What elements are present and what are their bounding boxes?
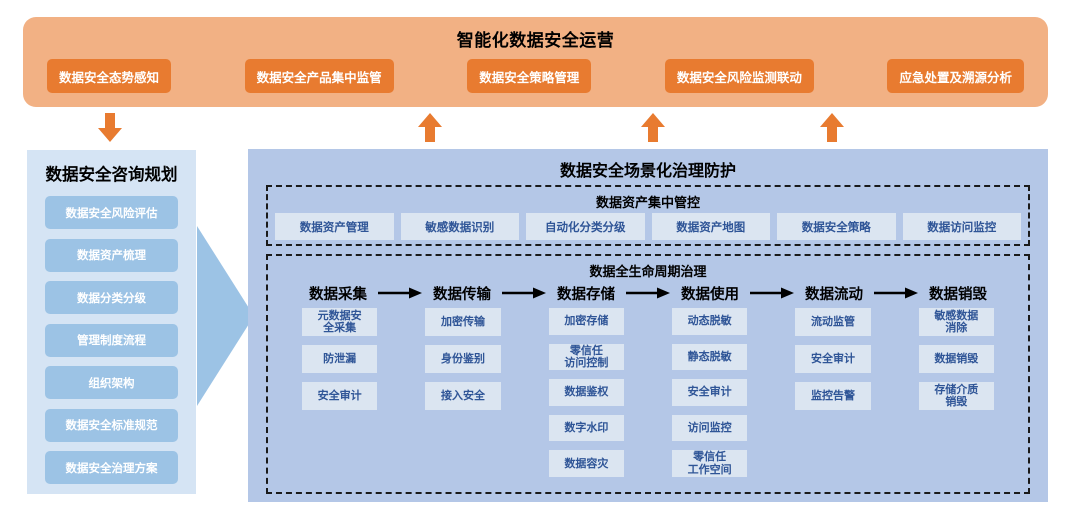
lifecycle-cell[interactable]: 流动监管: [795, 308, 871, 336]
lifecycle-cell[interactable]: 身份鉴别: [425, 345, 501, 373]
operations-item-policy-management[interactable]: 数据安全策略管理: [467, 59, 592, 93]
consulting-panel: 数据安全咨询规划 数据安全风险评估 数据资产梳理 数据分类分级 管理制度流程 组…: [27, 150, 196, 494]
lifecycle-cell[interactable]: 静态脱敏: [672, 343, 748, 371]
lifecycle-cell[interactable]: 动态脱敏: [672, 308, 748, 335]
lifecycle-cell[interactable]: 防泄漏: [302, 345, 378, 373]
lifecycle-cell[interactable]: 元数据安 全采集: [302, 308, 378, 336]
lifecycle-cell[interactable]: 数据容灾: [548, 450, 624, 477]
stage-label-flow: 数据流动: [805, 286, 863, 303]
stage-arrow-icon-3: [624, 286, 672, 300]
stage-arrow-icon-5: [872, 286, 920, 300]
stage-column-transmission: 加密传输 身份鉴别 接入安全: [425, 308, 501, 486]
lifecycle-box: 数据全生命周期治理 数据采集 数据传输 数据存储 数据使用 数据流动 数据销毁: [266, 254, 1030, 494]
stage-arrow-icon-2: [500, 286, 548, 300]
lifecycle-cell[interactable]: 接入安全: [425, 382, 501, 410]
consulting-item-governance-plan[interactable]: 数据安全治理方案: [45, 451, 178, 484]
lifecycle-cell[interactable]: 加密传输: [425, 308, 501, 336]
asset-item-sensitive-discovery[interactable]: 敏感数据识别: [400, 213, 519, 240]
stage-label-destruction: 数据销毁: [929, 286, 987, 303]
lifecycle-cell[interactable]: 敏感数据 消除: [918, 308, 994, 336]
lifecycle-cell[interactable]: 安全审计: [795, 345, 871, 373]
stage-arrow-icon-1: [376, 286, 424, 300]
lifecycle-cell[interactable]: 安全审计: [302, 382, 378, 410]
lifecycle-cell[interactable]: 数据鉴权: [548, 379, 624, 406]
consulting-item-risk-assessment[interactable]: 数据安全风险评估: [45, 196, 178, 229]
up-arrow-icon-3: [819, 113, 845, 143]
stage-column-destruction: 敏感数据 消除 数据销毁 存储介质 销毁: [918, 308, 994, 486]
stage-label-usage: 数据使用: [681, 286, 739, 303]
lifecycle-cell[interactable]: 加密存储: [548, 308, 624, 335]
scenario-panel: 数据安全场景化治理防护 数据资产集中管控 数据资产管理 敏感数据识别 自动化分类…: [248, 149, 1048, 502]
lifecycle-cell[interactable]: 安全审计: [672, 379, 748, 406]
operations-title: 智能化数据安全运营: [456, 31, 615, 50]
consulting-item-classification[interactable]: 数据分类分级: [45, 281, 178, 314]
down-arrow-icon: [97, 113, 123, 143]
operations-item-row: 数据安全态势感知 数据安全产品集中监管 数据安全策略管理 数据安全风险监测联动 …: [47, 59, 1024, 93]
operations-panel: 智能化数据安全运营 数据安全态势感知 数据安全产品集中监管 数据安全策略管理 数…: [23, 17, 1048, 107]
consulting-item-management-process[interactable]: 管理制度流程: [45, 323, 178, 357]
lifecycle-cell[interactable]: 数字水印: [548, 414, 624, 442]
lifecycle-cell[interactable]: 零信任 工作空间: [672, 450, 748, 477]
asset-item-auto-classification[interactable]: 自动化分类分级: [526, 213, 645, 240]
scenario-title: 数据安全场景化治理防护: [559, 163, 736, 180]
lifecycle-stage-header: 数据采集 数据传输 数据存储 数据使用 数据流动 数据销毁: [278, 282, 1018, 304]
consulting-item-asset-inventory[interactable]: 数据资产梳理: [45, 238, 178, 272]
lifecycle-cell[interactable]: 数据销毁: [918, 345, 994, 373]
stage-label-collection: 数据采集: [309, 286, 367, 303]
stage-column-flow: 流动监管 安全审计 监控告警: [795, 308, 871, 486]
consulting-item-list: 数据安全风险评估 数据资产梳理 数据分类分级 管理制度流程 组织架构 数据安全标…: [45, 196, 178, 484]
asset-item-asset-map[interactable]: 数据资产地图: [651, 213, 770, 240]
stage-column-storage: 加密存储 零信任 访问控制 数据鉴权 数字水印 数据容灾: [548, 308, 624, 486]
stage-column-collection: 元数据安 全采集 防泄漏 安全审计: [302, 308, 378, 486]
asset-control-title: 数据资产集中管控: [595, 195, 700, 210]
lifecycle-cell[interactable]: 监控告警: [795, 382, 871, 410]
consulting-title: 数据安全咨询规划: [45, 166, 178, 184]
stage-label-storage: 数据存储: [557, 286, 615, 303]
asset-item-asset-management[interactable]: 数据资产管理: [275, 213, 394, 240]
up-arrow-icon-1: [417, 113, 443, 143]
asset-control-box: 数据资产集中管控 数据资产管理 敏感数据识别 自动化分类分级 数据资产地图 数据…: [266, 185, 1030, 246]
operations-item-emergency-response[interactable]: 应急处置及溯源分析: [887, 59, 1024, 93]
asset-item-security-policy[interactable]: 数据安全策略: [777, 213, 896, 240]
consulting-item-org-structure[interactable]: 组织架构: [45, 366, 178, 399]
right-arrow-icon: [197, 226, 257, 406]
stage-column-usage: 动态脱敏 静态脱敏 安全审计 访问监控 零信任 工作空间: [672, 308, 748, 486]
up-arrow-icon-2: [640, 113, 666, 143]
lifecycle-stage-columns: 元数据安 全采集 防泄漏 安全审计 加密传输 身份鉴别 接入安全 加密存储 零信…: [278, 308, 1018, 486]
operations-item-product-supervision[interactable]: 数据安全产品集中监管: [244, 59, 394, 93]
stage-label-transmission: 数据传输: [433, 286, 491, 303]
asset-control-item-row: 数据资产管理 敏感数据识别 自动化分类分级 数据资产地图 数据安全策略 数据访问…: [275, 213, 1021, 240]
operations-item-risk-monitoring[interactable]: 数据安全风险监测联动: [664, 59, 814, 93]
lifecycle-cell[interactable]: 存储介质 销毁: [918, 382, 994, 410]
asset-item-access-monitoring[interactable]: 数据访问监控: [902, 213, 1021, 240]
stage-arrow-icon-4: [748, 286, 796, 300]
lifecycle-cell[interactable]: 零信任 访问控制: [548, 343, 624, 371]
lifecycle-cell[interactable]: 访问监控: [672, 414, 748, 442]
consulting-item-standards[interactable]: 数据安全标准规范: [45, 408, 178, 442]
operations-item-situational-awareness[interactable]: 数据安全态势感知: [47, 59, 172, 93]
lifecycle-title: 数据全生命周期治理: [589, 264, 707, 279]
